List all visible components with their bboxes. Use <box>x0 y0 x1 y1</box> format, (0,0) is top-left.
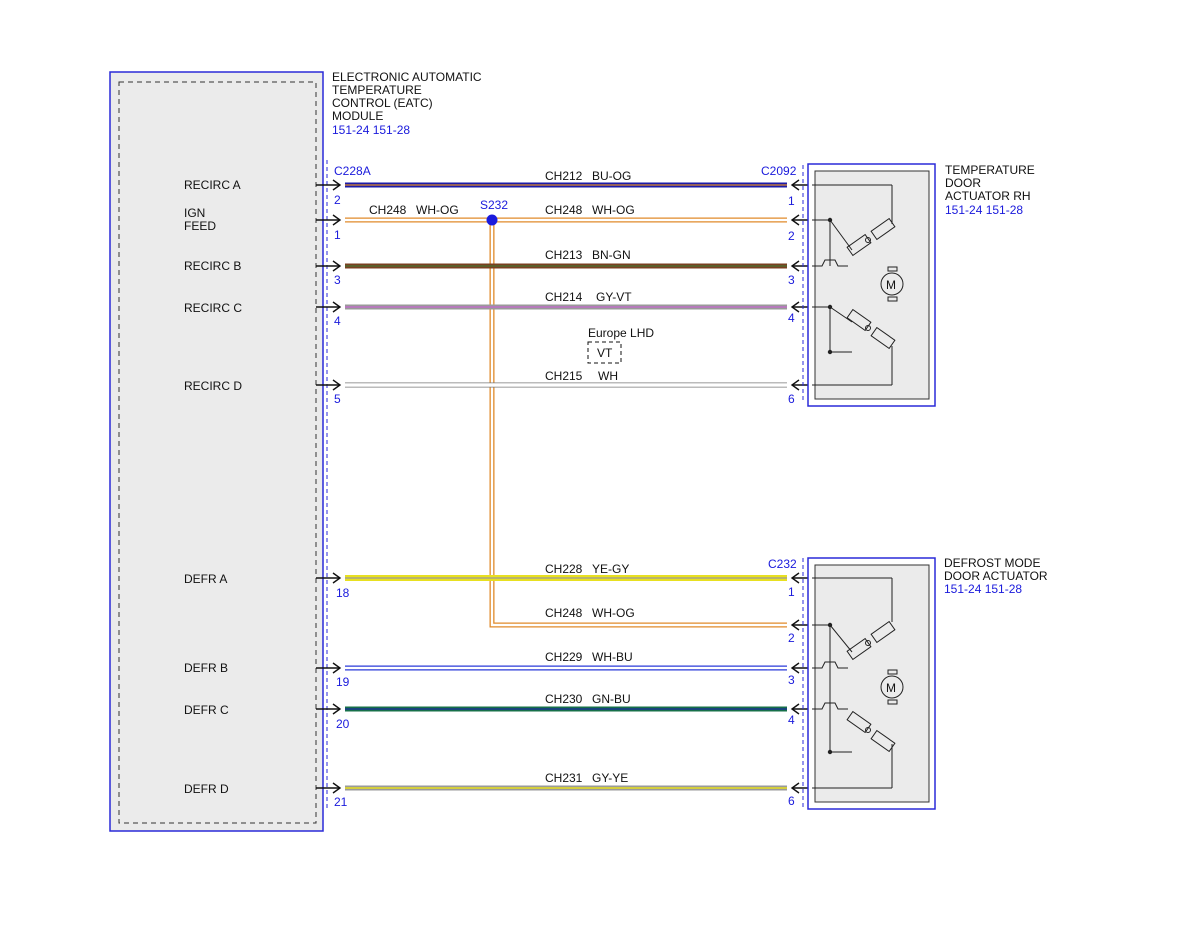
defrost-pin-3: 3 <box>788 673 795 687</box>
connector-c228a: C228A <box>334 164 371 178</box>
temperature-door-actuator-box <box>807 163 936 407</box>
signal-defr-a: DEFR A <box>184 572 227 586</box>
wire-ch248-vertical <box>489 220 787 628</box>
rh-pin-3: 3 <box>788 273 795 287</box>
defrost-motor-icon: M <box>880 669 904 705</box>
signal-defr-b: DEFR B <box>184 661 228 675</box>
defrost-pin-1: 1 <box>788 585 795 599</box>
left-pin-5: 5 <box>334 392 341 406</box>
rh-pin-1: 1 <box>788 194 795 208</box>
wire-ch230-color: GN-BU <box>592 692 631 706</box>
wire-ch231-color: GY-YE <box>592 771 628 785</box>
defrost-pin-4: 4 <box>788 713 795 727</box>
module-title-1: ELECTRONIC AUTOMATIC <box>332 70 482 84</box>
rh-junction-2 <box>827 304 833 310</box>
rh-pin-4: 4 <box>788 311 795 325</box>
left-pin-19: 19 <box>336 675 350 689</box>
wire-ch231-circuit: CH231 <box>545 771 583 785</box>
defrost-actuator-box <box>807 557 936 810</box>
wire-ch215-circuit: CH215 <box>545 369 583 383</box>
wire-ch230-circuit: CH230 <box>545 692 583 706</box>
eatc-module-box <box>109 71 324 832</box>
rh-title-1: TEMPERATURE <box>945 163 1035 177</box>
signal-recirc-b: RECIRC B <box>184 259 241 273</box>
module-title-3: CONTROL (EATC) <box>332 96 433 110</box>
wire-ch248-b-circuit: CH248 <box>545 203 583 217</box>
defrost-pin-6: 6 <box>788 794 795 808</box>
defrost-junction-2 <box>827 749 833 755</box>
wire-ch228-circuit: CH228 <box>545 562 583 576</box>
left-pin-21: 21 <box>334 795 348 809</box>
wire-ch213-color: BN-GN <box>592 248 631 262</box>
signal-recirc-c: RECIRC C <box>184 301 242 315</box>
defrost-pin-2: 2 <box>788 631 795 645</box>
option-label: Europe LHD <box>588 326 654 340</box>
left-pin-1: 1 <box>334 228 341 242</box>
splice-s232-label: S232 <box>480 198 508 212</box>
wire-ch228-color: YE-GY <box>592 562 629 576</box>
temperature-door-internals <box>812 184 896 386</box>
wire-ch214-color: GY-VT <box>596 290 632 304</box>
defrost-title-1: DEFROST MODE <box>944 556 1040 570</box>
rh-title-3: ACTUATOR RH <box>945 189 1031 203</box>
defrost-actuator-internals <box>812 577 896 789</box>
wire-ch248-c-circuit: CH248 <box>545 606 583 620</box>
wire-ch212-color: BU-OG <box>592 169 631 183</box>
signal-recirc-d: RECIRC D <box>184 379 242 393</box>
splice-s232-dot <box>486 214 498 226</box>
rh-refs: 151-24 151-28 <box>945 203 1023 217</box>
signal-defr-c: DEFR C <box>184 703 229 717</box>
wire-ch215-color: WH <box>598 369 618 383</box>
wire-ch229-circuit: CH229 <box>545 650 583 664</box>
signal-recirc-a: RECIRC A <box>184 178 241 192</box>
signal-defr-d: DEFR D <box>184 782 229 796</box>
module-title-2: TEMPERATURE <box>332 83 422 97</box>
wire-ch213-circuit: CH213 <box>545 248 583 262</box>
wire-ch214-circuit: CH214 <box>545 290 583 304</box>
rh-pin-2: 2 <box>788 229 795 243</box>
left-pin-18: 18 <box>336 586 350 600</box>
rh-junction-3 <box>827 349 833 355</box>
left-arrows <box>316 179 342 794</box>
wire-ch212-circuit: CH212 <box>545 169 583 183</box>
connector-c2092: C2092 <box>761 164 797 178</box>
defrost-motor-label: M <box>886 681 896 695</box>
left-pin-2: 2 <box>334 193 341 207</box>
left-pin-3: 3 <box>334 273 341 287</box>
wire-ch248-a-color: WH-OG <box>416 203 459 217</box>
eatc-module-inner <box>118 81 317 824</box>
wire-ch229-color: WH-BU <box>592 650 633 664</box>
left-pin-20: 20 <box>336 717 350 731</box>
wire-ch248-b-color: WH-OG <box>592 203 635 217</box>
defrost-refs: 151-24 151-28 <box>944 582 1022 596</box>
wire-ch248-a-circuit: CH248 <box>369 203 407 217</box>
rh-junction-1 <box>827 217 833 223</box>
module-title-4: MODULE <box>332 109 383 123</box>
defrost-junction-1 <box>827 622 833 628</box>
option-box-text: VT <box>597 346 613 360</box>
rh-motor-label: M <box>886 278 896 292</box>
connector-c232: C232 <box>768 557 797 571</box>
signal-feed: FEED <box>184 219 216 233</box>
rh-pin-6: 6 <box>788 392 795 406</box>
left-pin-4: 4 <box>334 314 341 328</box>
wire-ch248-c-color: WH-OG <box>592 606 635 620</box>
defrost-title-2: DOOR ACTUATOR <box>944 569 1048 583</box>
temperature-door-motor-icon: M <box>880 266 904 302</box>
signal-ign: IGN <box>184 206 205 220</box>
module-refs: 151-24 151-28 <box>332 123 410 137</box>
rh-title-2: DOOR <box>945 176 981 190</box>
option-box <box>587 341 622 364</box>
